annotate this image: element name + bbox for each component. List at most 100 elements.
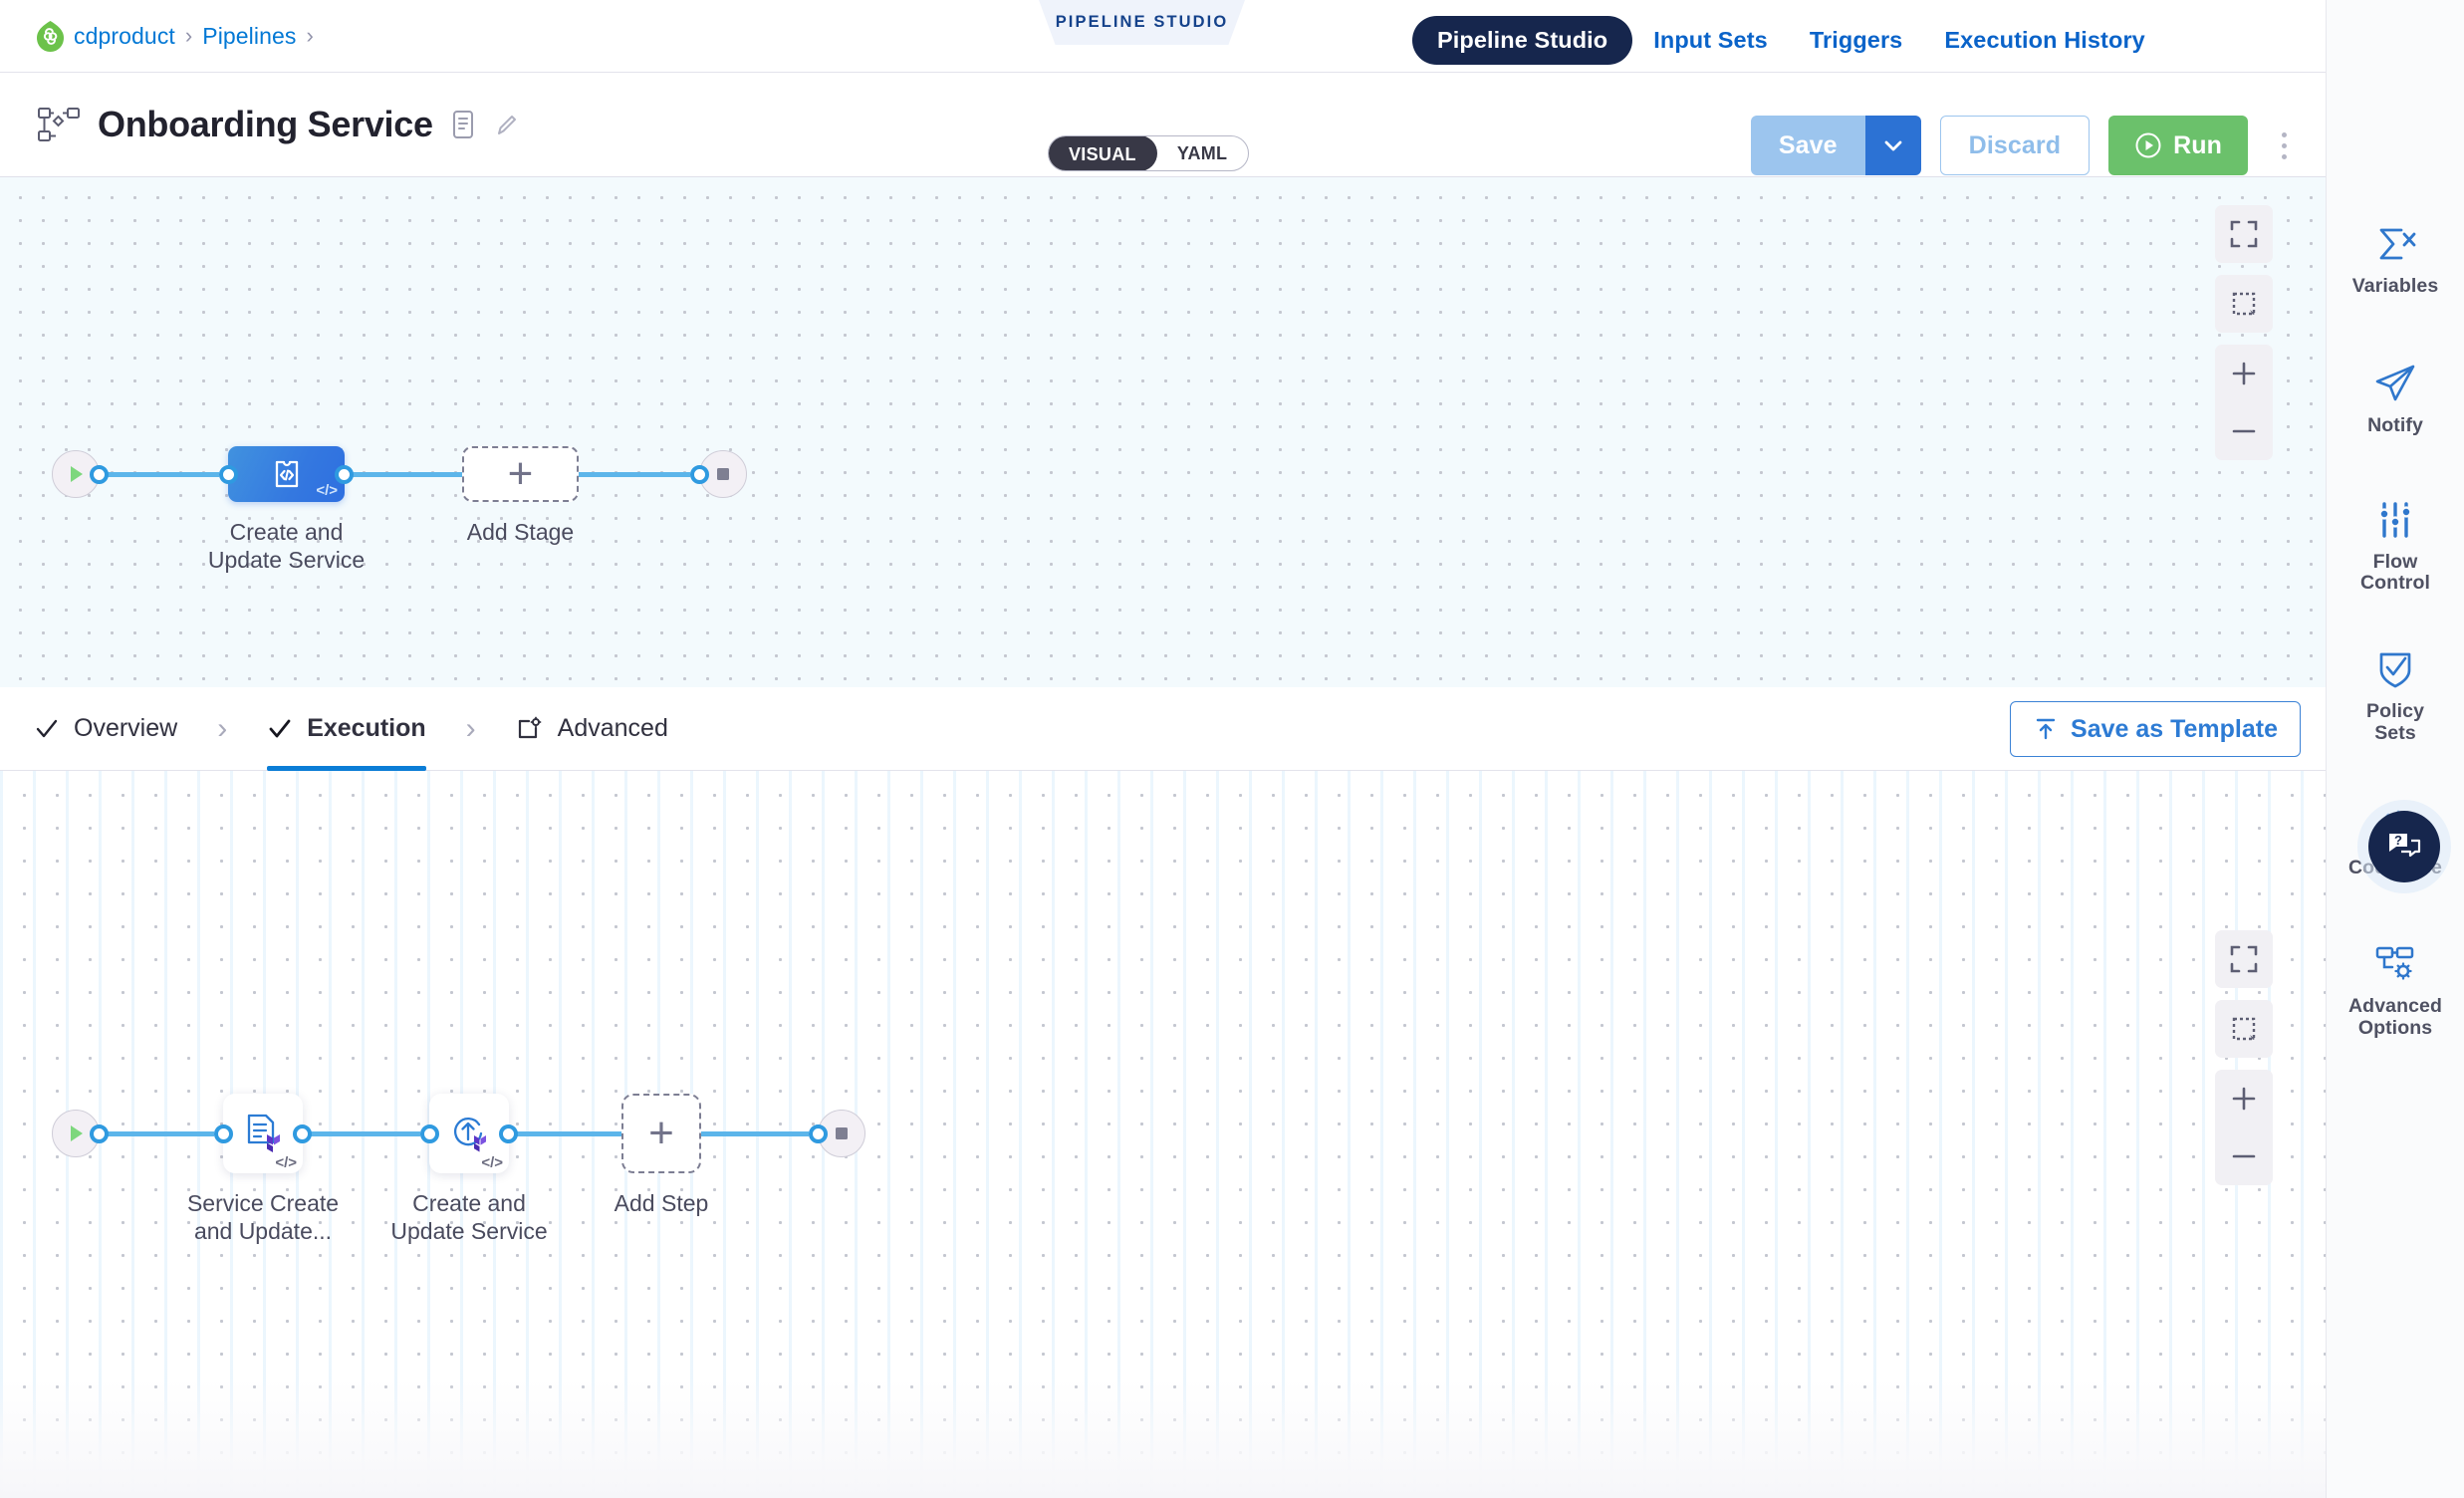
add-step-button[interactable]: + [621,1094,701,1173]
stage-zoom-out-button[interactable] [2215,402,2273,460]
save-button[interactable]: Save [1750,116,1865,175]
play-icon [71,1125,83,1141]
step-zoom-out-button[interactable] [2215,1127,2273,1185]
toggle-option-yaml[interactable]: YAML [1176,143,1228,163]
step-node-wrapper-1: </> Service Create and Update... [187,1094,339,1244]
tab-overview-label: Overview [74,714,178,742]
sigma-variables-icon [2372,221,2418,267]
deployment-code-icon [275,460,298,488]
pipeline-title-group: Onboarding Service [0,104,521,145]
fit-screen-icon [2230,945,2258,973]
canvas-bottom-fade [0,1378,2326,1498]
stop-square-icon [717,468,729,480]
run-button[interactable]: Run [2108,116,2248,175]
stage-link-3 [579,471,690,477]
step-start-connector-dot[interactable] [90,1124,109,1143]
step-link-4 [701,1130,809,1136]
sidebar-item-advanced-options[interactable]: Advanced Options [2327,941,2464,1040]
stage-link-2 [350,471,462,477]
stop-square-icon [836,1127,848,1139]
stage-node-input-dot[interactable] [219,464,238,484]
top-navigation-bar: cdproduct › Pipelines › PIPELINE STUDIO … [0,0,2326,73]
page-title: Onboarding Service [98,104,433,144]
execution-steps-canvas[interactable]: </> Service Create and Update... [0,771,2326,1498]
step-flow: </> Service Create and Update... [52,1094,865,1244]
kebab-menu-icon[interactable] [2267,131,2301,159]
pencil-edit-icon[interactable] [493,110,521,139]
add-step-label: Add Step [614,1190,709,1216]
right-sidebar: Variables Notify Flow [2326,0,2464,1498]
step1-output-dot[interactable] [293,1124,312,1143]
stage-connector-dot[interactable] [90,464,109,484]
step-canvas-controls [2215,930,2273,1185]
description-icon[interactable] [451,110,475,139]
run-button-label: Run [2173,130,2222,159]
save-as-template-button[interactable]: Save as Template [2010,701,2301,757]
stage-config-tabs: Overview › Execution › Advanced [0,687,2326,771]
tab-pipeline-studio[interactable]: Pipeline Studio [1412,16,1633,65]
step-node-wrapper-2: </> Create and Update Service [390,1094,548,1244]
help-chat-button[interactable]: ? [2368,811,2440,882]
step-selection-tool-button[interactable] [2215,1000,2273,1058]
advanced-settings-icon [518,716,542,738]
plus-icon [2232,362,2256,385]
stage-fit-to-screen-button[interactable] [2215,205,2273,263]
tab-triggers[interactable]: Triggers [1809,27,1903,53]
step-link-1 [105,1130,214,1136]
breadcrumb: cdproduct › Pipelines › [0,20,314,52]
stage-node-create-and-update-service[interactable]: </> [228,446,345,502]
breadcrumb-separator-2: › [306,23,314,48]
step2-input-dot[interactable] [420,1124,439,1143]
sidebar-item-policy-sets[interactable]: Policy Sets [2327,646,2464,745]
step-node-service-create-and-update[interactable]: </> [223,1094,303,1173]
step2-output-dot[interactable] [499,1124,518,1143]
play-circle-icon [2135,132,2161,158]
stage-node-output-dot[interactable] [335,464,354,484]
save-as-template-label: Save as Template [2071,714,2278,743]
tab-overview[interactable]: Overview [0,687,211,771]
step-node-label-2: Create and Update Service [390,1190,548,1245]
tab-execution-history[interactable]: Execution History [1944,27,2145,53]
stage-end-connector-dot[interactable] [690,464,709,484]
toggle-option-visual[interactable]: VISUAL [1049,136,1157,170]
step1-input-dot[interactable] [214,1124,233,1143]
svg-text:?: ? [2394,833,2402,848]
step-node-create-and-update-service[interactable]: </> [429,1094,509,1173]
selection-box-icon [2232,292,2256,316]
sidebar-item-advanced-options-label: Advanced Options [2348,994,2442,1039]
module-nav-tabs: Pipeline Studio Input Sets Triggers Exec… [1412,16,2166,65]
selection-box-icon [2232,1017,2256,1041]
step-fit-to-screen-button[interactable] [2215,930,2273,988]
stage-selection-tool-button[interactable] [2215,275,2273,333]
tab-input-sets[interactable]: Input Sets [1653,27,1768,53]
sidebar-item-variables[interactable]: Variables [2327,221,2464,298]
step-zoom-in-button[interactable] [2215,1070,2273,1127]
pipeline-action-buttons: Save Discard Run [1750,116,2326,175]
add-stage-wrapper: + Add Stage [462,446,579,545]
breadcrumb-item-cdproduct[interactable]: cdproduct [74,22,175,49]
step-end-connector-dot[interactable] [809,1124,828,1143]
sidebar-item-notify-label: Notify [2367,413,2423,436]
stage-canvas-controls [2215,205,2273,460]
pipeline-graph-icon [38,108,80,141]
sidebar-item-policy-sets-label: Policy Sets [2365,700,2425,745]
upload-template-icon [2036,718,2056,740]
breadcrumb-separator: › [184,23,193,48]
tab-advanced[interactable]: Advanced [482,687,702,771]
view-mode-toggle[interactable]: VISUAL YAML [1048,135,1250,171]
pipeline-studio-banner-label: PIPELINE STUDIO [1055,13,1229,31]
tab-separator-1: › [217,711,228,745]
add-stage-label: Add Stage [466,519,575,545]
discard-button[interactable]: Discard [1939,116,2091,175]
stage-graph-canvas[interactable]: </> Create and Update Service + Add Stag… [0,177,2326,687]
stage-zoom-in-button[interactable] [2215,345,2273,402]
step-zoom-controls [2215,1070,2273,1185]
stage-node-label: Create and Update Service [207,519,366,574]
save-dropdown-button[interactable] [1864,116,1921,175]
breadcrumb-item-pipelines[interactable]: Pipelines [202,22,297,49]
tab-execution[interactable]: Execution [233,687,459,771]
sidebar-item-notify[interactable]: Notify [2327,361,2464,437]
add-stage-button[interactable]: + [462,446,579,502]
sidebar-item-flow-control[interactable]: Flow Control [2327,497,2464,596]
